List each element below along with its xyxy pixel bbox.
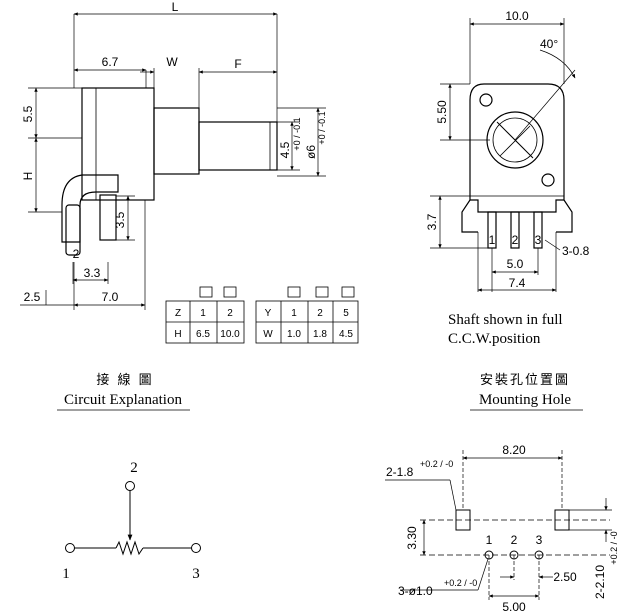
table-z-r0: H: [174, 329, 181, 340]
table-y-r0: W: [263, 329, 273, 340]
dim-5-50: 5.50: [435, 100, 449, 124]
dim-6: ø6: [304, 145, 318, 159]
table-z-h1: 1: [200, 308, 206, 319]
table-y-r1: 1.0: [287, 329, 301, 340]
dim-W: W: [166, 55, 178, 69]
front-pin-1: 1: [489, 233, 496, 247]
resistor-zigzag: [115, 540, 144, 556]
dim-pins: 3-0.8: [562, 244, 590, 258]
mount-hole-top-left: [479, 93, 493, 107]
dim-7-0: 7.0: [102, 290, 119, 304]
table-y: [255, 286, 359, 344]
mounting-title-cn: 安裝孔位置圖: [480, 373, 570, 388]
front-view: [461, 83, 573, 249]
mount-hole-label-3: 3: [536, 533, 543, 547]
dim-3-3: 3.3: [84, 266, 101, 280]
circuit-label-1: 1: [62, 566, 70, 582]
dim-slot-size-tol: +0.2 / -0: [420, 459, 453, 469]
dim-angle: 40°: [540, 37, 558, 51]
table-z-h0: Z: [175, 308, 181, 319]
terminal-2: [510, 211, 520, 249]
dim-5-0: 5.0: [507, 257, 524, 271]
circuit-label-2: 2: [130, 460, 138, 476]
dim-5-00: 5.00: [502, 600, 526, 614]
table-y-r3: 4.5: [339, 329, 353, 340]
circuit-title-cn: 接 線 圖: [96, 372, 153, 388]
dim-4-5-tol: +0 / -0.1: [292, 117, 302, 150]
circuit-terminal-2: [125, 481, 135, 491]
front-pin-3: 3: [535, 233, 542, 247]
dim-6-tol: +0 / -0.1: [317, 111, 327, 144]
dim-slot-width: 2-2.10: [593, 565, 607, 599]
dim-4-5: 4.5: [278, 141, 292, 158]
front-pin-2: 2: [512, 233, 519, 247]
shaft-outline: [198, 121, 278, 171]
terminal-pin: [65, 204, 81, 256]
dim-holes-tol: +0.2 / -0: [444, 578, 477, 588]
table-y-h3: 5: [343, 308, 349, 319]
circuit-label-3: 3: [192, 566, 200, 582]
circuit-title-en: Circuit Explanation: [64, 392, 182, 408]
mount-hole-label-1: 1: [486, 533, 493, 547]
dim-6-7: 6.7: [102, 55, 119, 69]
circuit-terminal-3: [191, 543, 201, 553]
table-z: [165, 286, 245, 344]
table-y-h0: Y: [265, 308, 272, 319]
dim-slot-width-tol: +0.2 / -0: [609, 531, 619, 564]
mounting-title-en: Mounting Hole: [479, 392, 571, 408]
pin-label-2: 2: [73, 247, 80, 261]
dim-H: H: [21, 172, 35, 181]
dim-2-50: 2.50: [553, 570, 577, 584]
circuit-diagram: [65, 481, 201, 556]
dim-3-7: 3.7: [425, 213, 439, 230]
mount-hole-label-2: 2: [511, 533, 518, 547]
table-y-r2: 1.8: [313, 329, 327, 340]
dim-F: F: [234, 57, 241, 71]
dim-8-20: 8.20: [502, 443, 526, 457]
dim-2-5: 2.5: [24, 290, 41, 304]
table-z-r2: 10.0: [220, 329, 240, 340]
dim-3-30: 3.30: [405, 526, 419, 550]
bushing-outline: [153, 107, 200, 175]
dim-10-0: 10.0: [505, 9, 529, 23]
table-z-r1: 6.5: [196, 329, 210, 340]
dim-5-5: 5.5: [21, 105, 35, 122]
dim-3-5: 3.5: [113, 211, 127, 228]
dim-slot-size: 2-1.8: [386, 465, 414, 479]
housing-outline: [469, 83, 565, 213]
shaft-caption-line1: Shaft shown in full: [448, 312, 563, 328]
circuit-terminal-1: [65, 543, 75, 553]
shaft-caption-line2: C.C.W.position: [448, 331, 541, 347]
mount-hole-bottom-right: [541, 173, 555, 187]
dim-7-4: 7.4: [509, 276, 526, 290]
dim-holes: 3-ø1.0: [398, 584, 433, 598]
table-y-h2: 2: [317, 308, 323, 319]
table-z-h2: 2: [227, 308, 233, 319]
side-view: [20, 12, 326, 310]
dim-L: L: [172, 0, 179, 14]
mounting-bracket: [61, 174, 119, 243]
table-y-h1: 1: [291, 308, 297, 319]
